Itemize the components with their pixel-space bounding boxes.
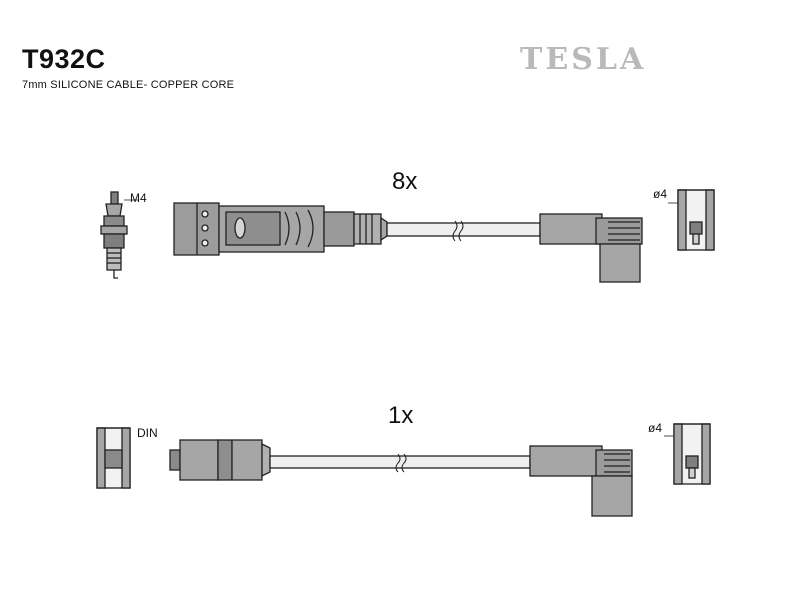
bottom-cable — [269, 453, 531, 473]
top-terminal-diameter-label: ø4 — [653, 187, 668, 201]
cable-description: 7mm SILICONE CABLE- COPPER CORE — [22, 79, 235, 91]
part-number: T932C — [22, 44, 106, 74]
bottom-terminal-diameter-label: ø4 — [648, 421, 663, 435]
top-plug-boot — [173, 202, 388, 256]
bottom-angled-boot — [529, 445, 633, 517]
bottom-terminal-icon — [673, 423, 711, 485]
top-cable — [386, 220, 541, 242]
spark-plug-thread-label: M4 — [130, 191, 147, 205]
top-angled-boot — [539, 213, 643, 283]
spark-plug-icon — [100, 191, 128, 279]
top-cable-quantity: 8x — [392, 168, 418, 195]
bottom-cable-quantity: 1x — [388, 402, 414, 429]
brand-logo: TESLA — [520, 42, 647, 77]
top-terminal-icon — [677, 189, 715, 251]
din-connector-label: DIN — [137, 426, 158, 440]
din-connector-icon — [96, 427, 131, 489]
bottom-straight-boot — [169, 439, 271, 481]
